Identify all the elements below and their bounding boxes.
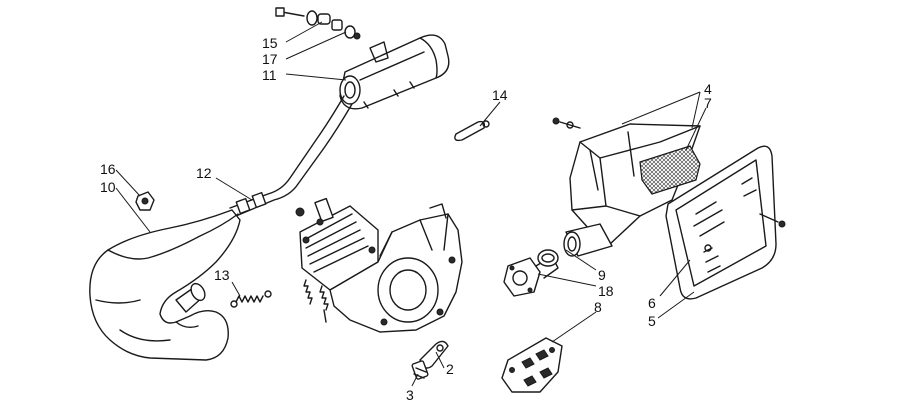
leader-lines: [115, 21, 707, 387]
callout-5: 5: [648, 313, 656, 329]
callout-15: 15: [262, 35, 278, 51]
airbox-cover: [665, 145, 786, 300]
callout-8: 8: [594, 299, 602, 315]
callout-6: 6: [648, 295, 656, 311]
silencer-spacer: [306, 10, 361, 40]
callout-10: 10: [100, 179, 116, 195]
callout-7: 7: [704, 95, 712, 111]
silencer-assembly: [275, 7, 450, 110]
callout-18: 18: [598, 283, 614, 299]
callout-16: 16: [100, 161, 116, 177]
callout-17: 17: [262, 51, 278, 67]
callout-2: 2: [446, 361, 454, 377]
kickstart-lever: [411, 340, 449, 380]
air-filter: [639, 145, 701, 195]
silencer-bolt: [275, 7, 305, 17]
callout-11: 11: [262, 67, 277, 83]
exhaust-tail-pipe: [229, 95, 353, 217]
silencer: [339, 34, 450, 110]
callout-12: 12: [196, 165, 212, 181]
sprocket-cover: [501, 337, 563, 393]
callout-9: 9: [598, 267, 606, 283]
expansion-chamber: [89, 209, 241, 361]
exhaust-spring: [230, 290, 272, 308]
retaining-clip: [454, 120, 490, 142]
callout-4: 4: [704, 81, 712, 97]
flange-nut: [135, 191, 155, 211]
callout-14: 14: [492, 87, 508, 103]
callout-3: 3: [406, 387, 414, 403]
intake-manifold: [503, 249, 559, 297]
callout-labels: 15 17 11 14 4 7 16 10 12 13 9 18 8 6 5 2…: [100, 35, 712, 403]
engine-block: [295, 197, 463, 333]
callout-13: 13: [214, 267, 230, 283]
